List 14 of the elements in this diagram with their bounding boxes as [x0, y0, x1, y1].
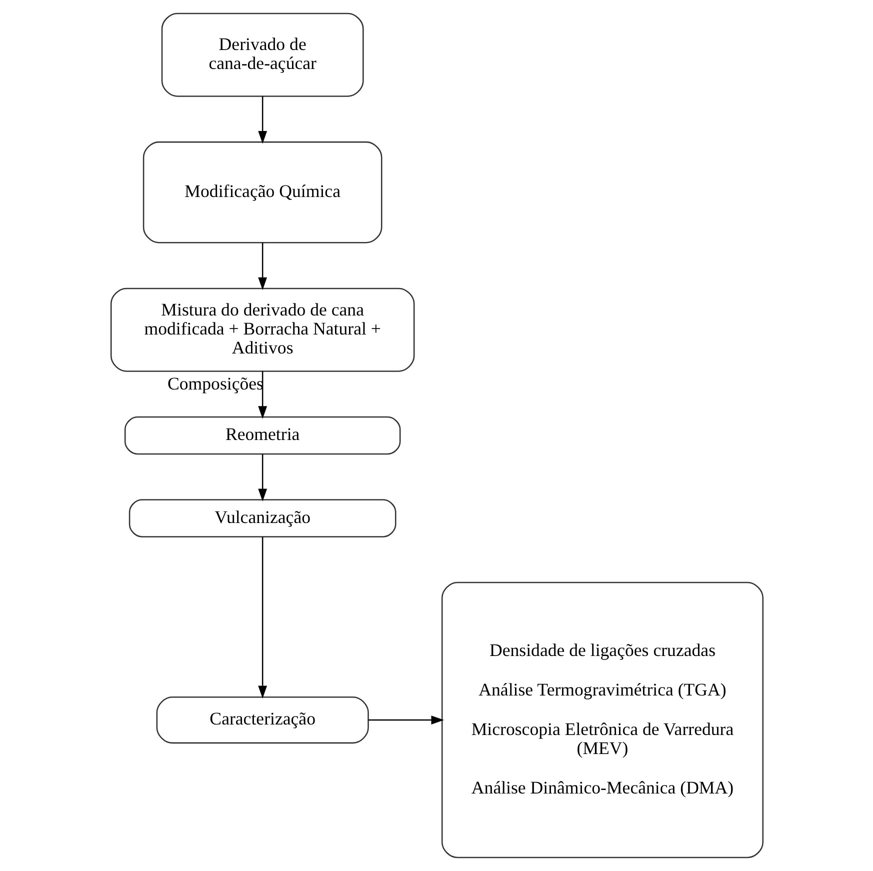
node-box: Caracterização	[156, 696, 368, 744]
node-box: Reometria	[124, 416, 400, 455]
arrow	[258, 536, 267, 698]
node-box: Modificação Química	[142, 141, 382, 244]
node-box: Vulcanização	[128, 499, 396, 538]
edge-label: Composições	[166, 373, 263, 394]
node-box: Derivado de cana-de-açúcar	[160, 12, 364, 97]
arrow	[258, 242, 267, 290]
arrow	[258, 454, 267, 502]
arrow	[258, 96, 267, 144]
node-box: Densidade de ligações cruzadas Análise Termogravimétrica (TGA) Microscopia Eletrônica de Varredura (MEV) Análise Dinâmico-Mecânica (DMA)	[440, 582, 764, 858]
arrow	[258, 371, 267, 419]
arrow	[368, 716, 444, 724]
node-box: Mistura do derivado de cana modificada + Borracha Natural + Aditivos	[110, 288, 414, 372]
